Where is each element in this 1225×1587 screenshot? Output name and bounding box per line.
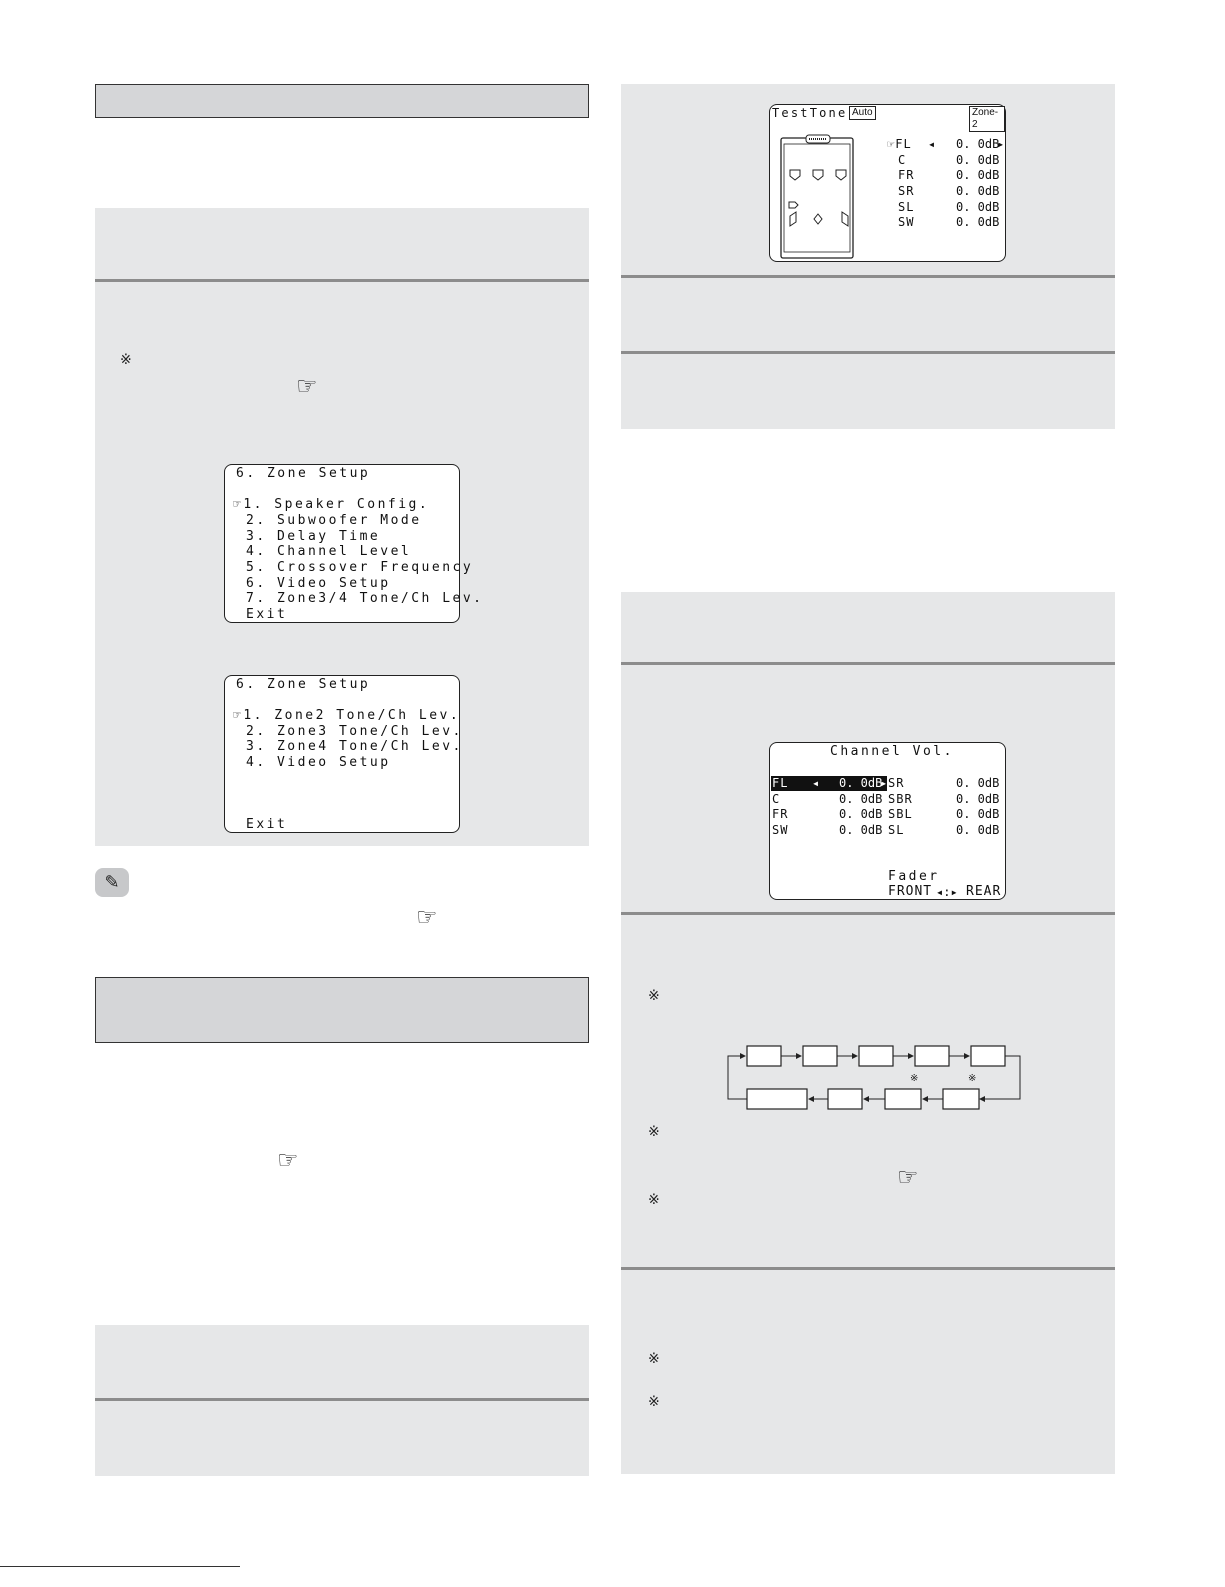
step-panel-1 — [95, 208, 589, 280]
menu-item-channel-level[interactable]: 4. Channel Level — [246, 544, 412, 559]
test-tone-screen: TestTone Auto Zone-2 ☞FL ◂ 0. 0dB ▸ C 0.… — [769, 104, 1006, 262]
tone-channel-sl: SL — [898, 200, 915, 214]
menu-item-zone4-tone[interactable]: 3. Zone4 Tone/Ch Lev. — [246, 739, 463, 754]
tone-level-c: 0. 0dB — [956, 153, 1000, 167]
tone-level-sl: 0. 0dB — [956, 200, 1000, 214]
fader-left-arrow-icon[interactable]: ◂:▸ — [936, 885, 958, 899]
vol-level-sbl: 0. 0dB — [956, 807, 1000, 821]
menu-item-exit[interactable]: Exit — [246, 817, 288, 832]
step-divider — [621, 275, 1115, 278]
note-mark: ※ — [968, 1073, 977, 1084]
channel-vol-title: Channel Vol. — [830, 744, 954, 759]
tone-level-sr: 0. 0dB — [956, 184, 1000, 198]
tone-channel-c: C — [898, 153, 907, 167]
section-header-bar — [95, 84, 589, 118]
tone-right-arrow-icon[interactable]: ▸ — [997, 137, 1006, 151]
vol-right-arrow-icon[interactable]: ▸ — [880, 776, 889, 790]
note-mark: ※ — [648, 1192, 660, 1208]
menu-item-zone3-tone[interactable]: 2. Zone3 Tone/Ch Lev. — [246, 724, 463, 739]
tone-level-sw: 0. 0dB — [956, 215, 1000, 229]
step-panel-8 — [621, 592, 1115, 662]
menu-item-subwoofer-mode[interactable]: 2. Subwoofer Mode — [246, 513, 422, 528]
step-divider — [621, 351, 1115, 354]
menu-item-speaker-config[interactable]: ☞1. Speaker Config. — [233, 497, 430, 512]
speaker-layout-diagram — [780, 134, 854, 259]
channel-volume-screen: Channel Vol. FL ◂ 0. 0dB ▸ C 0. 0dB FR 0… — [769, 742, 1006, 900]
vol-channel-sbl: SBL — [888, 807, 913, 821]
note-mark: ※ — [648, 988, 660, 1004]
fader-label: Fader — [888, 869, 940, 884]
menu-item-exit[interactable]: Exit — [246, 607, 288, 622]
selected-row-highlight[interactable] — [771, 776, 887, 791]
menu-item-zone2-tone[interactable]: ☞1. Zone2 Tone/Ch Lev. — [233, 708, 461, 723]
step-panel-4 — [95, 1401, 589, 1476]
step-panel-3 — [95, 1325, 589, 1398]
step-panel-11 — [621, 1270, 1115, 1474]
menu-item-crossover-frequency[interactable]: 5. Crossover Frequency — [246, 560, 474, 575]
note-mark: ※ — [648, 1394, 660, 1410]
note-pencil-icon: ✎ — [95, 868, 129, 897]
fader-rear-label: REAR — [966, 884, 1002, 899]
note-mark: ※ — [910, 1073, 919, 1084]
menu-item-video-setup[interactable]: 4. Video Setup — [246, 755, 391, 770]
tone-level-fr: 0. 0dB — [956, 168, 1000, 182]
menu-title: 6. Zone Setup — [236, 466, 371, 481]
zone-setup-menu-screen: 6. Zone Setup ☞1. Speaker Config. 2. Sub… — [224, 464, 481, 623]
tone-channel-fr: FR — [898, 168, 915, 182]
vol-channel-sbr: SBR — [888, 792, 913, 806]
test-tone-mode: Auto — [849, 106, 876, 120]
tone-left-arrow-icon[interactable]: ◂ — [928, 137, 937, 151]
vol-level-fr: 0. 0dB — [839, 807, 883, 821]
step-panel-7 — [621, 354, 1115, 429]
note-mark: ※ — [648, 1124, 660, 1140]
vol-level-fl: 0. 0dB — [839, 776, 883, 790]
reference-hand-icon: ☞ — [296, 372, 318, 400]
note-mark: ※ — [648, 1351, 660, 1367]
test-tone-title: TestTone — [772, 106, 848, 120]
vol-level-sr: 0. 0dB — [956, 776, 1000, 790]
test-tone-zone: Zone-2 — [969, 106, 1005, 132]
vol-channel-sr: SR — [888, 776, 905, 790]
vol-channel-sl: SL — [888, 823, 905, 837]
tone-channel-sr: SR — [898, 184, 915, 198]
menu-item-video-setup[interactable]: 6. Video Setup — [246, 576, 391, 591]
vol-level-sl: 0. 0dB — [956, 823, 1000, 837]
footer-rule — [0, 1566, 240, 1567]
zone-setup-submenu-screen: 6. Zone Setup ☞1. Zone2 Tone/Ch Lev. 2. … — [224, 675, 460, 833]
vol-channel-sw: SW — [772, 823, 789, 837]
vol-level-c: 0. 0dB — [839, 792, 883, 806]
tone-channel-sw: SW — [898, 215, 915, 229]
note-mark: ※ — [120, 352, 132, 368]
step-divider — [621, 1267, 1115, 1270]
fader-front-label: FRONT — [888, 884, 933, 899]
channel-cycle-diagram — [727, 1045, 1021, 1110]
menu-item-zone34-tone[interactable]: 7. Zone3/4 Tone/Ch Lev. — [246, 591, 484, 606]
tone-channel-fl: ☞FL — [887, 137, 912, 151]
step-panel-6 — [621, 278, 1115, 351]
reference-hand-icon: ☞ — [416, 903, 438, 931]
step-divider — [95, 279, 589, 282]
step-divider — [621, 662, 1115, 665]
menu-title: 6. Zone Setup — [236, 677, 371, 692]
reference-hand-icon: ☞ — [897, 1163, 919, 1191]
section-header-bar-2 — [95, 977, 589, 1043]
vol-channel-c: C — [772, 792, 781, 806]
vol-channel-fr: FR — [772, 807, 789, 821]
vol-left-arrow-icon[interactable]: ◂ — [812, 776, 821, 790]
vol-level-sw: 0. 0dB — [839, 823, 883, 837]
vol-level-sbr: 0. 0dB — [956, 792, 1000, 806]
step-divider — [621, 912, 1115, 915]
reference-hand-icon: ☞ — [277, 1146, 299, 1174]
menu-item-delay-time[interactable]: 3. Delay Time — [246, 529, 381, 544]
vol-channel-fl: FL — [772, 776, 789, 790]
step-divider — [95, 1398, 589, 1401]
step-panel-10 — [621, 915, 1115, 1267]
tone-level-fl: 0. 0dB — [956, 137, 1000, 151]
